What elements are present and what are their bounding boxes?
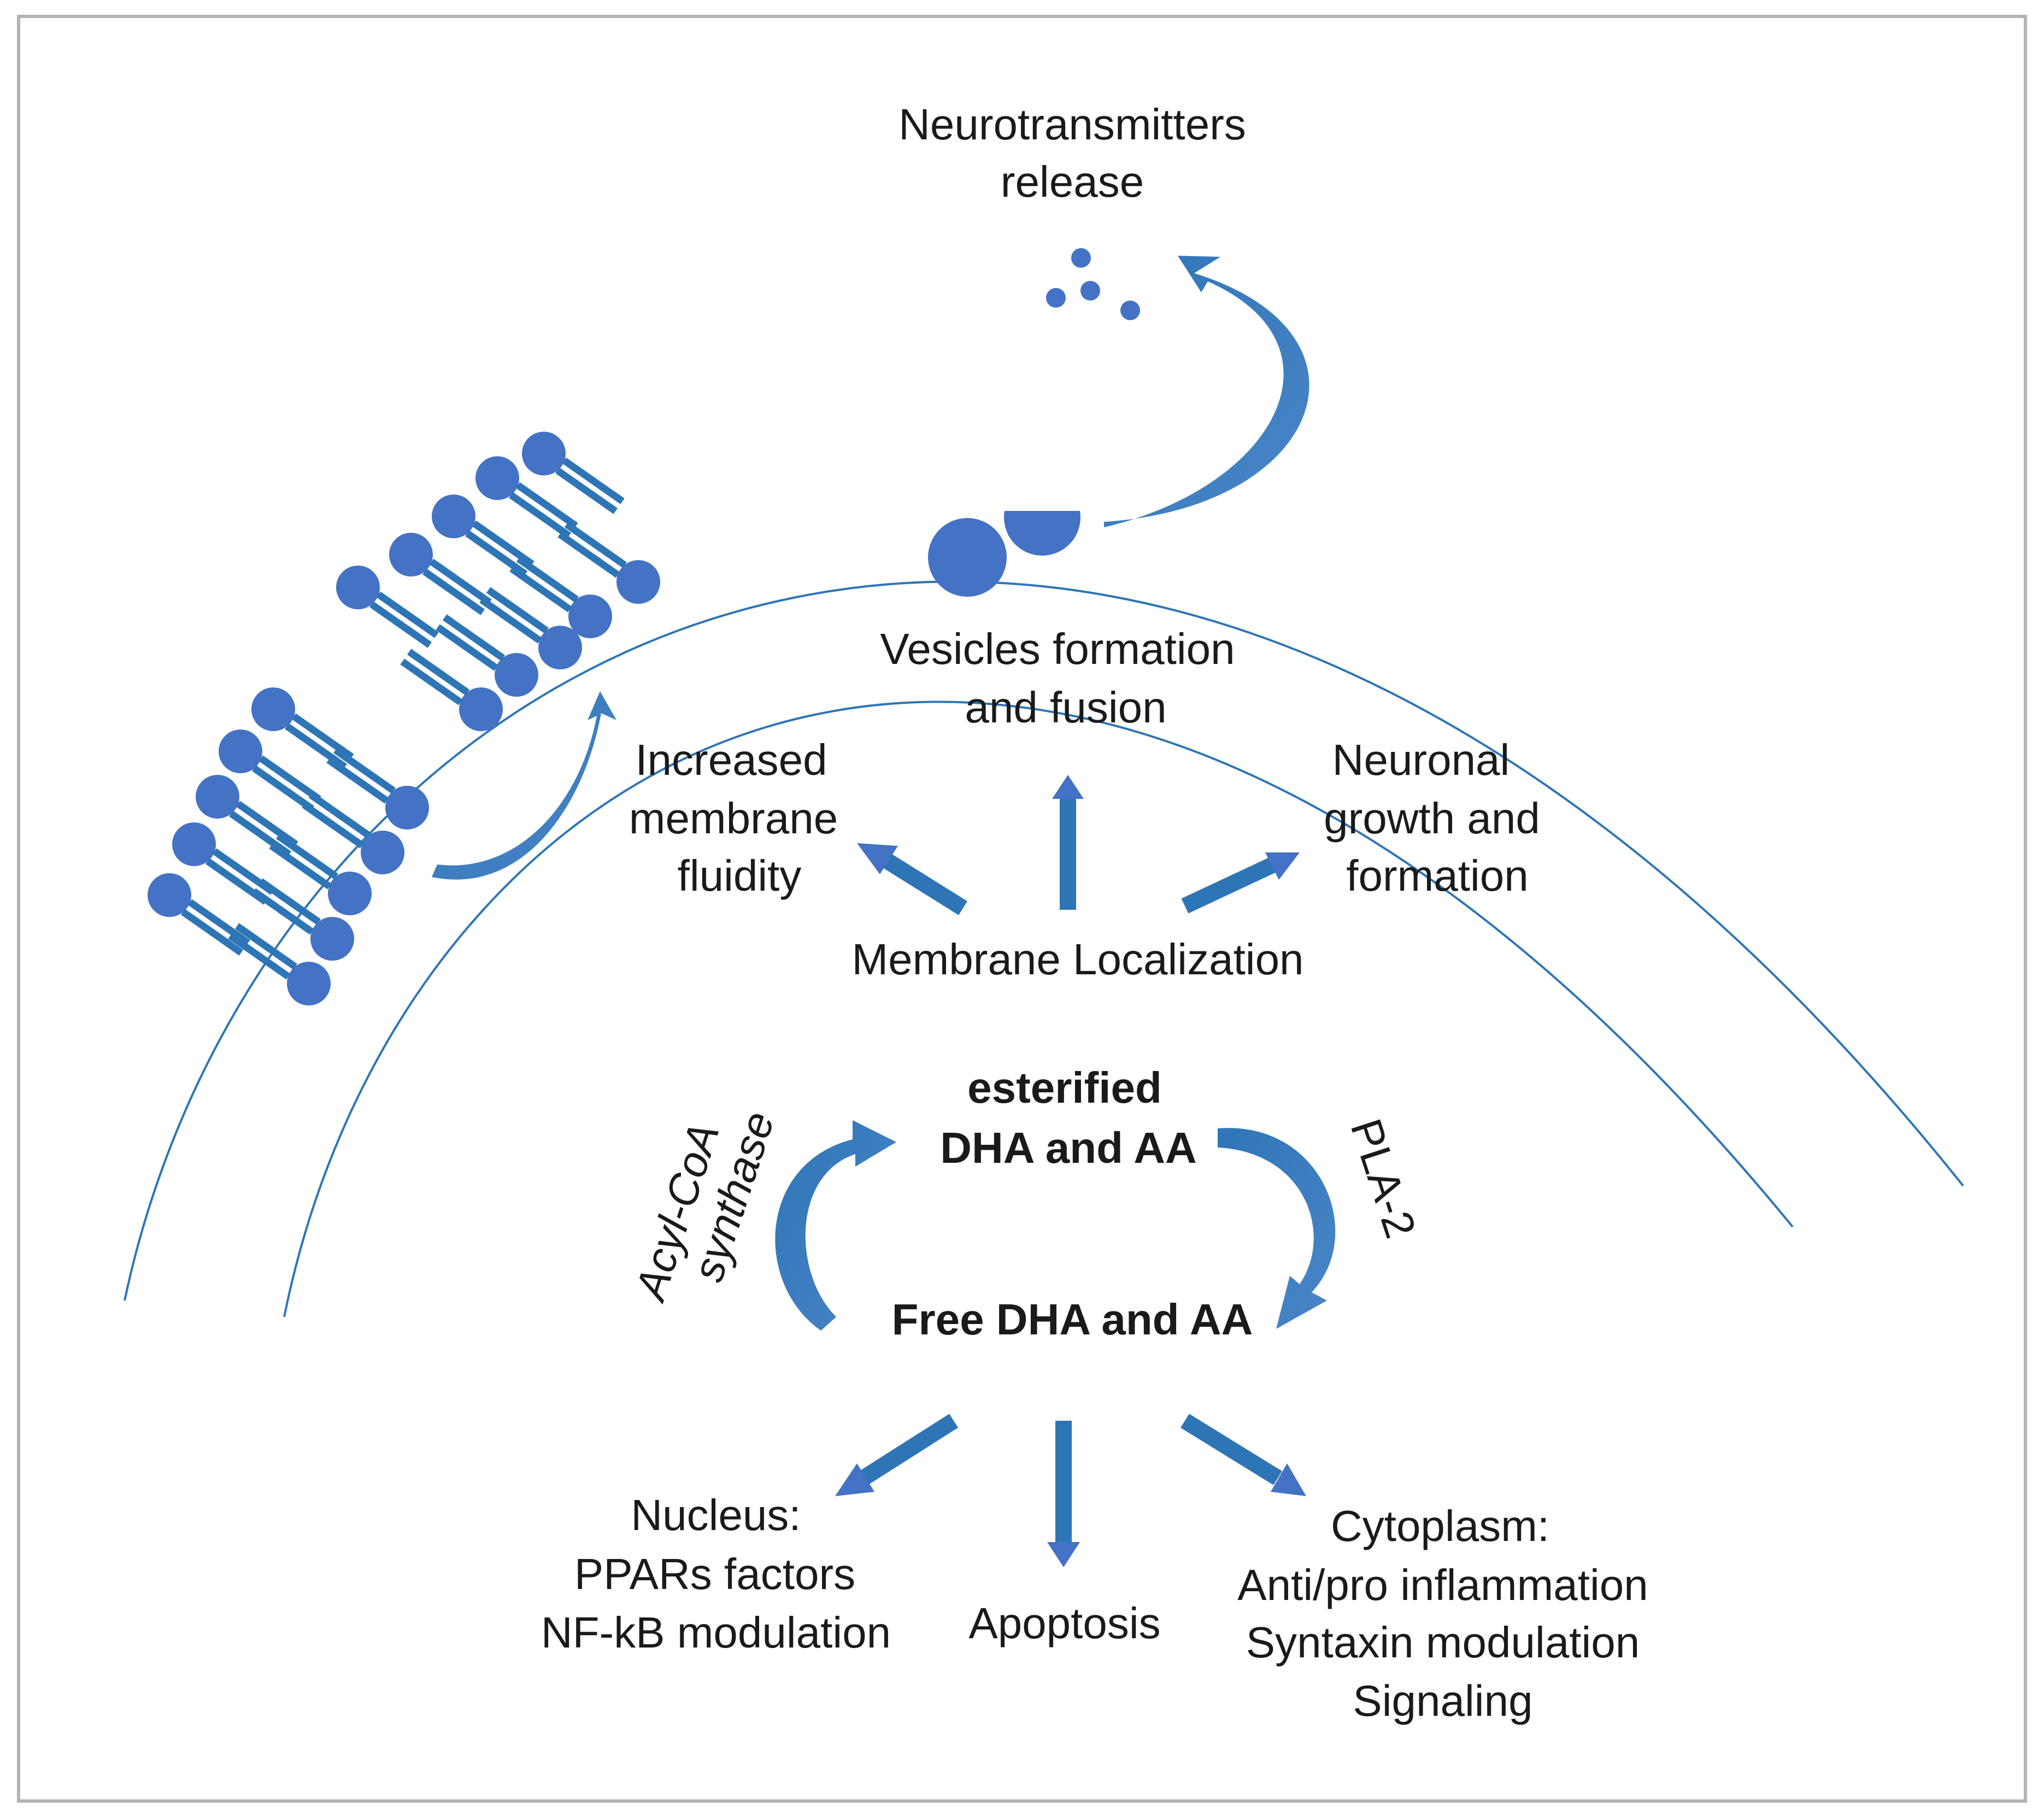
phospholipid-outer-1 xyxy=(475,456,578,539)
arrow-to-cytoplasm xyxy=(1180,1414,1306,1496)
nucleus-label-line3: NF-kB modulation xyxy=(541,1608,891,1657)
neurotransmitter-dot-2 xyxy=(1046,288,1066,308)
phospholipid-inner-4 xyxy=(400,649,503,731)
outer-membrane-arc xyxy=(124,580,1964,1301)
membrane-localization-label: Membrane Localization xyxy=(851,935,1303,984)
vesicles-label-line2: and fusion xyxy=(965,683,1166,732)
nucleus-label-line1: Nucleus: xyxy=(631,1491,801,1539)
phospholipid-outer-5 xyxy=(251,687,354,770)
apoptosis-label: Apoptosis xyxy=(968,1599,1160,1648)
phospholipid-inner-7 xyxy=(269,833,372,915)
phospholipid-inner-6 xyxy=(302,792,404,874)
phospholipid-outer-4 xyxy=(336,566,439,648)
fluidity-arrow xyxy=(432,691,616,880)
vesicle-large xyxy=(928,518,1007,597)
inner-membrane-arc xyxy=(283,701,1794,1317)
neurotransmitter-dot-1 xyxy=(1071,248,1091,268)
phospholipid-inner-3 xyxy=(436,614,538,697)
phospholipid-inner-8 xyxy=(251,878,354,961)
arrow-to-neuronal-growth xyxy=(1181,852,1300,914)
cytoplasm-label-line2: Anti/pro inflammation xyxy=(1237,1561,1648,1609)
diagram-frame xyxy=(17,15,2027,1803)
cytoplasm-label-line1: Cytoplasm: xyxy=(1331,1502,1549,1550)
neurotransmitter-dot-4 xyxy=(1120,301,1140,320)
neuronal-label-line1: Neuronal xyxy=(1332,736,1510,784)
esterified-label-line2: DHA and AA xyxy=(940,1123,1197,1172)
arrow-to-fluidity xyxy=(857,843,967,915)
phospholipid-outer-3 xyxy=(389,533,492,615)
pla2-arrow xyxy=(1218,1128,1336,1329)
arrow-to-apoptosis xyxy=(1047,1421,1080,1567)
cytoplasm-label-line3: Syntaxin modulation xyxy=(1246,1618,1640,1667)
nucleus-label-line2: PPARs factors xyxy=(574,1550,855,1598)
pla2-label: PLA-2 xyxy=(1341,1113,1425,1244)
cytoplasm-label-line4: Signaling xyxy=(1353,1676,1532,1725)
phospholipid-inner-2 xyxy=(479,587,582,669)
phospholipid-inner-1 xyxy=(509,556,612,638)
neurotransmitters-label-line1: Neurotransmitters xyxy=(898,100,1246,149)
fluidity-label-line1: Increased xyxy=(635,736,827,784)
vesicles-label-line1: Vesicles formation xyxy=(880,625,1235,673)
phospholipid-inner-0 xyxy=(557,521,660,604)
arrow-to-vesicles xyxy=(1052,775,1084,910)
phospholipid-inner-9 xyxy=(228,923,331,1005)
neuronal-label-line2: growth and xyxy=(1324,794,1540,843)
phospholipid-inner-5 xyxy=(326,747,429,829)
phospholipid-outer-6 xyxy=(219,729,321,812)
neurotransmitter-dot-3 xyxy=(1080,281,1100,301)
acyl-coa-synthase-arrow xyxy=(775,1120,896,1331)
fluidity-label-line2: membrane xyxy=(629,794,838,843)
phospholipid-bilayer xyxy=(148,432,660,1005)
free-dha-aa-label: Free DHA and AA xyxy=(892,1295,1253,1344)
esterified-label-line1: esterified xyxy=(967,1063,1162,1112)
vesicle-fusing xyxy=(1004,511,1081,556)
arrow-to-nucleus xyxy=(835,1414,959,1496)
fluidity-label-line3: fluidity xyxy=(678,851,802,900)
neuronal-label-line3: formation xyxy=(1346,851,1528,900)
neurotransmitters-label-line2: release xyxy=(1001,157,1144,206)
phospholipid-outer-9 xyxy=(148,873,250,956)
phospholipid-outer-0 xyxy=(522,432,625,514)
phospholipid-outer-2 xyxy=(432,495,535,577)
neurotransmitter-release-arrow xyxy=(1104,256,1309,527)
